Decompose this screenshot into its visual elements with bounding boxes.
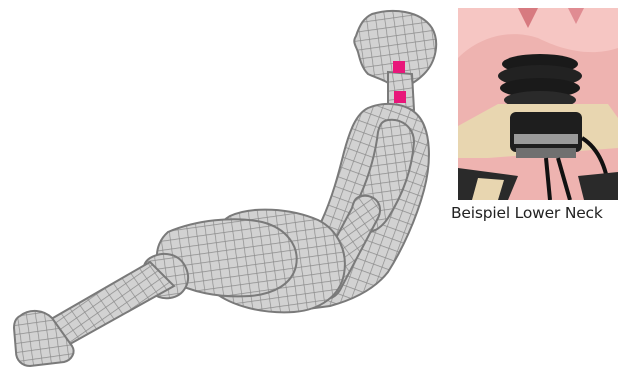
sensor-marker-upper-neck xyxy=(393,61,405,73)
crash-test-dummy-mesh xyxy=(0,0,445,385)
photo-caption: Beispiel Lower Neck xyxy=(451,204,622,222)
dummy-lower-leg xyxy=(46,262,174,345)
sensor-marker-lower-neck xyxy=(394,91,406,103)
lower-neck-load-cell-photo xyxy=(458,8,618,200)
